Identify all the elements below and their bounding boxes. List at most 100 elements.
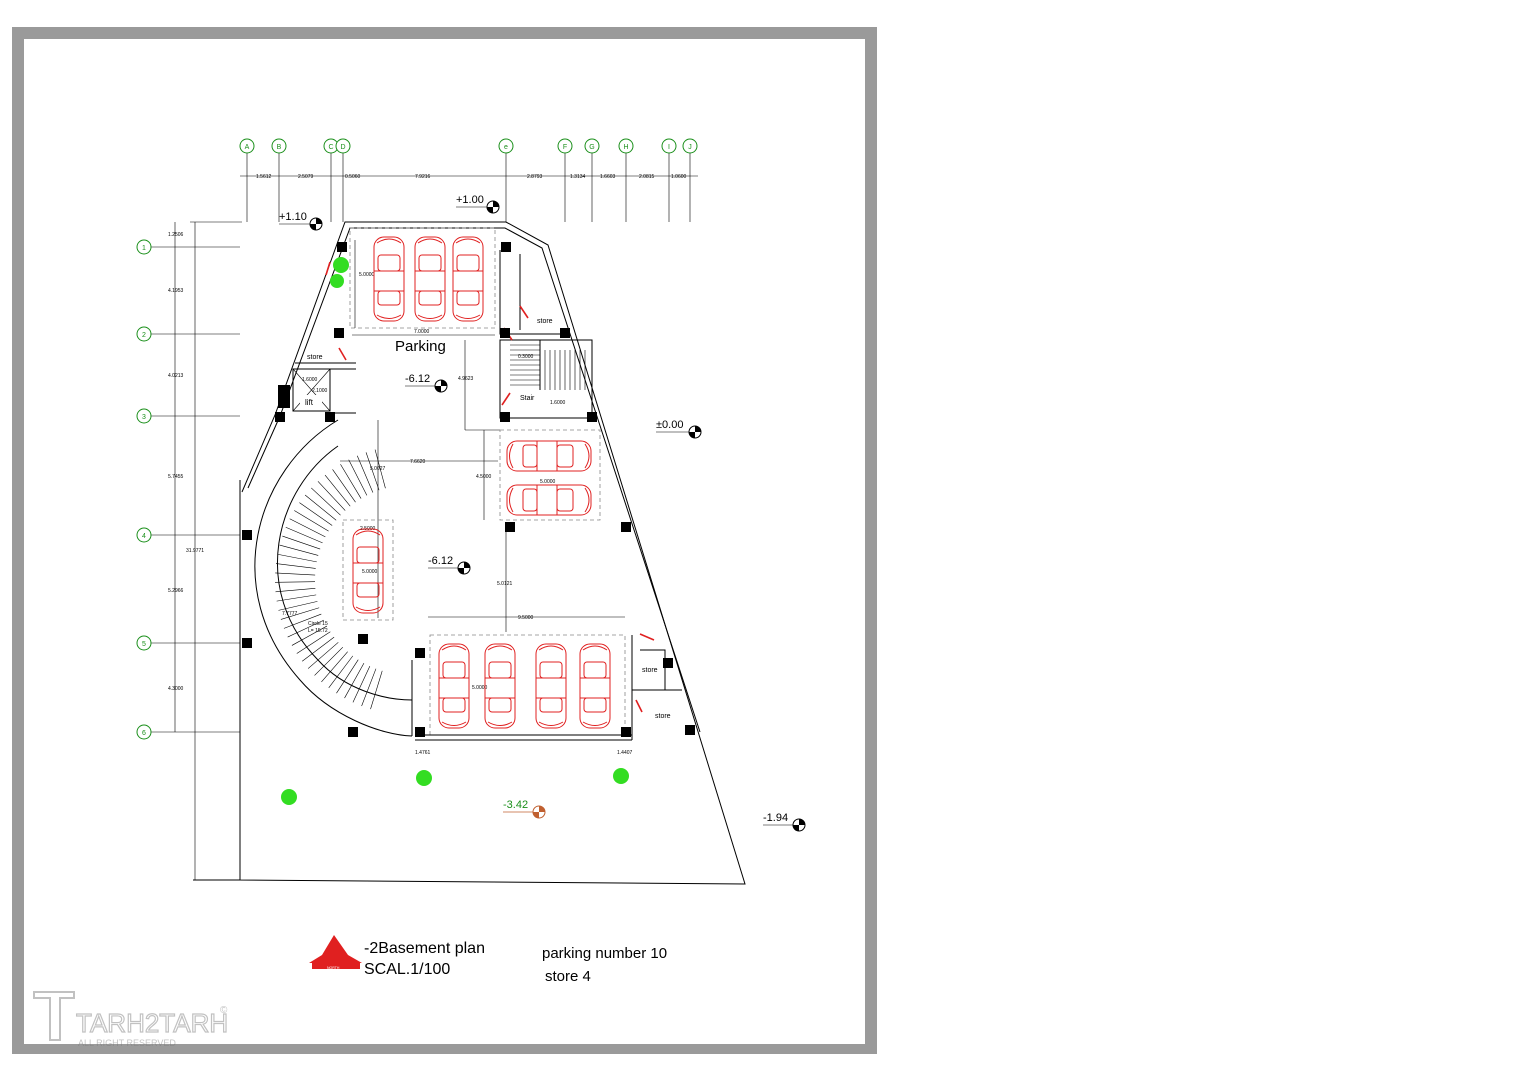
svg-text:-6.12: -6.12 <box>428 555 453 567</box>
axis-bubble-5: 5 <box>136 635 240 651</box>
axis-bubble-B: B <box>271 138 287 222</box>
stair-label: Stair <box>520 395 535 402</box>
tree-icon <box>330 274 344 288</box>
doors <box>325 261 655 713</box>
level-marker: -1.94 <box>763 812 806 832</box>
store-label: store <box>307 354 323 361</box>
svg-text:7.0000: 7.0000 <box>414 329 430 335</box>
svg-text:0.5060: 0.5060 <box>345 174 361 180</box>
svg-text:1.6000: 1.6000 <box>302 377 318 383</box>
car-icon <box>414 236 446 322</box>
car-icon <box>535 643 567 729</box>
svg-text:1.6603: 1.6603 <box>600 174 616 180</box>
axis-bubble-2: 2 <box>136 326 240 342</box>
svg-text:1.4407: 1.4407 <box>617 750 633 756</box>
svg-text:2.0815: 2.0815 <box>639 174 655 180</box>
svg-text:1.0600: 1.0600 <box>671 174 687 180</box>
svg-text:4: 4 <box>142 533 146 540</box>
axis-bubble-J: J <box>682 138 698 222</box>
svg-text:7.9216: 7.9216 <box>415 174 431 180</box>
car-icon <box>579 643 611 729</box>
svg-text:2: 2 <box>142 332 146 339</box>
svg-text:5.0000: 5.0000 <box>362 569 378 575</box>
svg-text:NORTH: NORTH <box>327 966 340 970</box>
svg-text:C: C <box>328 144 333 151</box>
tree-icon <box>281 789 297 805</box>
svg-text:0.3000: 0.3000 <box>518 354 534 360</box>
top-dimension-chain: 1.5612 2.5079 0.5060 7.9216 2.8793 1.313… <box>240 174 698 180</box>
axis-bubble-A: A <box>239 138 255 222</box>
svg-text:±0.00: ±0.00 <box>656 419 683 431</box>
axis-bubble-4: 4 <box>136 527 240 543</box>
axis-bubble-D: D <box>335 138 351 222</box>
svg-text:5.7455: 5.7455 <box>168 474 184 480</box>
svg-text:5.0027: 5.0027 <box>370 466 386 472</box>
svg-text:2.1000: 2.1000 <box>312 388 328 394</box>
trees <box>281 257 629 805</box>
svg-text:31.9771: 31.9771 <box>186 548 204 554</box>
level-marker: -6.12 <box>405 373 448 393</box>
car-icon <box>506 484 592 516</box>
axis-bubble-1: 1 <box>136 239 240 255</box>
svg-text:1.3134: 1.3134 <box>570 174 586 180</box>
svg-text:-1.94: -1.94 <box>763 812 788 824</box>
car-icon <box>452 236 484 322</box>
svg-text:-3.42: -3.42 <box>503 799 528 811</box>
svg-text:2.5079: 2.5079 <box>298 174 314 180</box>
svg-text:5.0121: 5.0121 <box>497 581 513 587</box>
parking-label: Parking <box>395 338 446 355</box>
svg-text:1.4761: 1.4761 <box>415 750 431 756</box>
level-marker: +1.00 <box>456 194 500 214</box>
car-icon <box>506 440 592 472</box>
svg-text:2.8793: 2.8793 <box>527 174 543 180</box>
svg-text:5.0000: 5.0000 <box>472 685 488 691</box>
svg-text:e: e <box>504 144 508 151</box>
svg-text:I: I <box>668 144 670 151</box>
svg-text:ALL RIGHT RESERVED: ALL RIGHT RESERVED <box>78 1038 176 1048</box>
plan-scale: SCAL.1/100 <box>364 961 450 978</box>
curved-ramp: 7.7777 Circle 15 L= 15.72 <box>254 419 413 737</box>
svg-text:7.7777: 7.7777 <box>282 611 298 617</box>
store-label: store <box>642 667 658 674</box>
tree-icon <box>613 768 629 784</box>
store-count: store 4 <box>545 968 591 985</box>
sheet-frame <box>12 27 877 1054</box>
svg-text:4.1953: 4.1953 <box>168 288 184 294</box>
svg-text:Circle 15: Circle 15 <box>308 621 328 627</box>
title-block: -2Basement plan SCAL.1/100 parking numbe… <box>364 940 667 985</box>
svg-text:B: B <box>277 144 282 151</box>
parked-cars <box>352 236 611 729</box>
svg-text:F: F <box>563 144 567 151</box>
plan-title: -2Basement plan <box>364 940 485 957</box>
axis-bubble-G: G <box>584 138 600 222</box>
svg-text:©: © <box>220 1005 228 1016</box>
svg-text:D: D <box>340 144 345 151</box>
svg-text:1.6000: 1.6000 <box>550 400 566 406</box>
svg-text:4.9623: 4.9623 <box>458 376 474 382</box>
svg-text:9.5000: 9.5000 <box>518 615 534 621</box>
svg-text:TARH2TARH: TARH2TARH <box>76 1008 228 1038</box>
store-label: store <box>655 713 671 720</box>
svg-text:+1.10: +1.10 <box>279 211 307 223</box>
store-label: store <box>537 318 553 325</box>
level-marker: -3.42 <box>503 799 546 819</box>
svg-text:5.0000: 5.0000 <box>540 479 556 485</box>
svg-text:J: J <box>688 144 692 151</box>
axis-bubble-H: H <box>618 138 634 222</box>
lift-label: lift <box>305 398 314 407</box>
svg-text:1: 1 <box>142 245 146 252</box>
tree-icon <box>333 257 349 273</box>
axis-bubble-C: C <box>323 138 339 222</box>
svg-text:5: 5 <box>142 641 146 648</box>
axis-bubble-e: e <box>498 138 514 222</box>
parking-count: parking number 10 <box>542 945 667 962</box>
svg-text:G: G <box>589 144 594 151</box>
svg-text:7.6620: 7.6620 <box>410 459 426 465</box>
axis-bubble-I: I <box>661 138 677 222</box>
svg-text:6: 6 <box>142 730 146 737</box>
car-icon <box>352 528 384 614</box>
svg-text:-6.12: -6.12 <box>405 373 430 385</box>
svg-text:4.3000: 4.3000 <box>168 686 184 692</box>
car-icon <box>438 643 470 729</box>
